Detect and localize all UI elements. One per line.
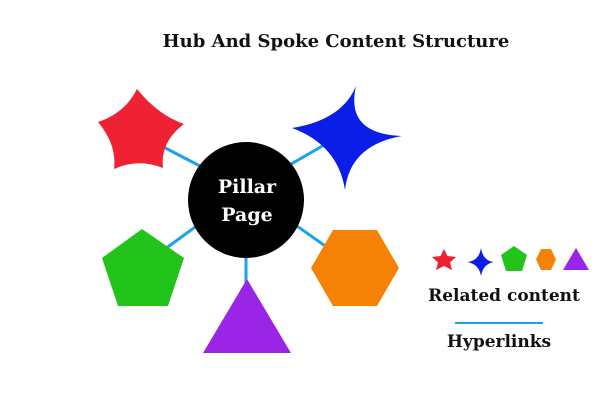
legend: Related content Hyperlinks [428,246,589,352]
blue-sparkle-star-shape [292,86,402,190]
legend-red-star-icon [432,249,456,270]
pillar-page-hub [188,142,304,258]
diagram-title: Hub And Spoke Content Structure [162,31,510,52]
red-star-shape [98,89,184,169]
purple-triangle-shape [203,279,291,353]
legend-blue-sparkle-icon [467,248,494,276]
legend-purple-triangle-icon [563,248,589,270]
legend-hyperlinks-label: Hyperlinks [447,332,551,352]
orange-hexagon-shape [311,230,399,306]
legend-orange-hexagon-icon [536,249,556,270]
hub-label-line2: Page [221,204,272,226]
legend-green-pentagon-icon [501,246,527,271]
legend-related-content-label: Related content [428,286,580,306]
green-pentagon-shape [102,229,184,306]
hub-label-line1: Pillar [218,176,277,198]
